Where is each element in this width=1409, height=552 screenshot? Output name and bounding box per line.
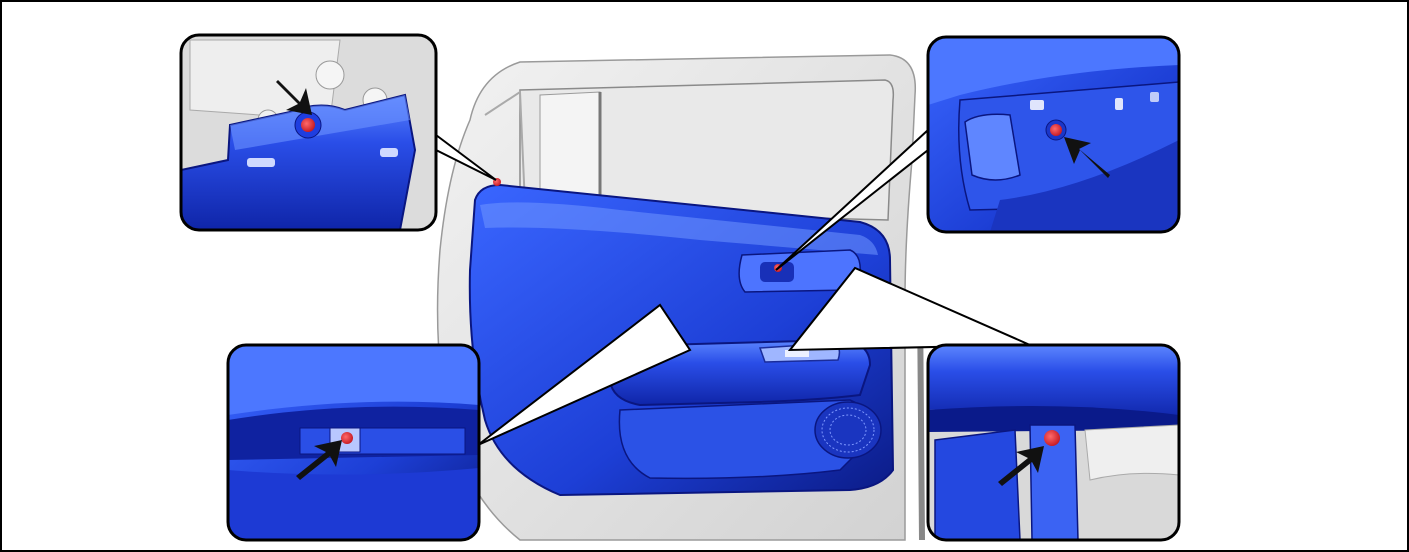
fastener-marker-icon [1044, 430, 1060, 446]
fastener-marker-icon [301, 118, 315, 132]
clip [785, 350, 809, 357]
callout-upper-right [928, 37, 1179, 232]
callout-upper-left [181, 35, 436, 230]
fastener-marker-icon [341, 432, 353, 444]
speaker-grille [815, 402, 881, 458]
fastener-marker-icon [1050, 124, 1062, 136]
callout-lower-right [928, 345, 1179, 540]
callout-lower-left [228, 345, 479, 540]
quarter-glass [540, 92, 600, 205]
